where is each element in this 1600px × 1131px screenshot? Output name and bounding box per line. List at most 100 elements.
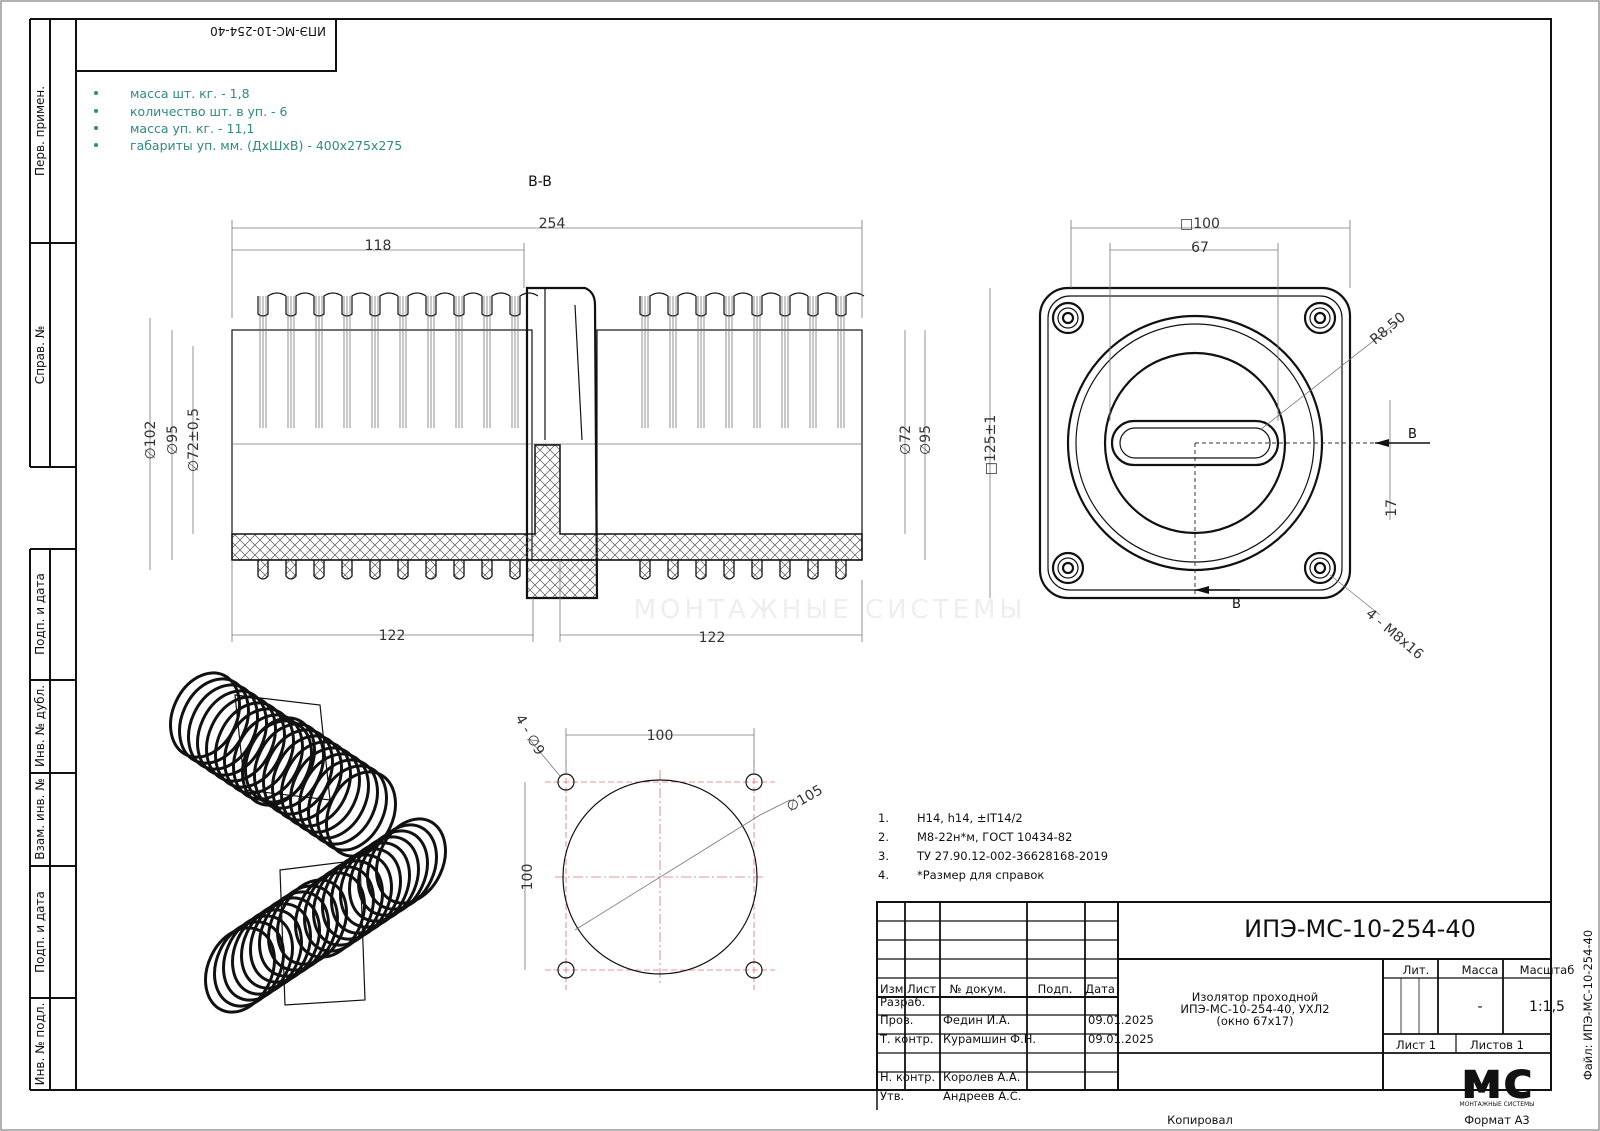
dim-d72: ∅72±0,5 [186, 408, 202, 472]
note-number: 3. [878, 849, 889, 863]
insulator-rib [369, 292, 399, 317]
drawing-frame [75, 18, 1552, 1091]
insulator-rib [481, 560, 493, 580]
signer-name: Андреев А.С. [943, 1089, 1021, 1103]
insulator-rib [257, 292, 287, 317]
iso-rib [366, 823, 438, 911]
scale-value: 1:1,5 [1529, 999, 1565, 1015]
iso-rib [303, 865, 375, 953]
mounting-hole [1303, 301, 1337, 335]
iso-rib [240, 902, 312, 990]
mounting-hole [1051, 301, 1085, 335]
header-izm: Изм. [880, 982, 907, 996]
mass-label: Масса [1462, 963, 1499, 977]
strip-label: Справ. № [33, 326, 47, 384]
insulator-rib [257, 560, 269, 580]
signer-name: Федин И.А. [943, 1013, 1010, 1027]
insulator-rib [369, 560, 381, 580]
dim-bolt-spacing-v: 100 [520, 864, 536, 891]
note-number: 2. [878, 830, 889, 844]
dim-bolt-spacing-h: 100 [647, 728, 674, 744]
note-text: M8-22н*м, ГОСТ 10434-82 [917, 830, 1072, 844]
dim-radius: R8,50 [1367, 310, 1409, 349]
strip-label: Подп. и дата [33, 573, 47, 655]
strip-label: Перв. примен. [33, 86, 47, 176]
iso-rib [325, 770, 397, 858]
iso-rib [231, 908, 303, 996]
note-number: 4. [878, 868, 889, 882]
header-list: Лист [907, 982, 936, 996]
iso-rib [276, 878, 348, 966]
section-dimensions: 254 118 122 122 ∅102 ∅95 ∅72±0,5 ∅72 ∅95 [143, 216, 934, 646]
note-text: *Размер для справок [917, 868, 1044, 882]
note-text: ТУ 27.90.12-002-36628168-2019 [916, 849, 1108, 863]
scale-label: Масштаб [1520, 963, 1575, 977]
section-mark-b: B [1408, 427, 1417, 442]
header-sign: Подп. [1038, 982, 1073, 996]
insulator-rib [695, 560, 707, 580]
dim-square-100: □100 [1180, 216, 1220, 232]
dim-left-length: 118 [365, 238, 392, 254]
dim-d105: ∅105 [784, 782, 826, 815]
mass-value: - [1477, 999, 1482, 1015]
insulator-rib [509, 560, 521, 580]
insulator-rib [723, 560, 735, 580]
insulator-rib [807, 292, 837, 317]
strip-label: Инв. № дубл. [33, 685, 47, 767]
insulator-rib [425, 560, 437, 580]
stamp-box [75, 18, 337, 72]
section-mark-b-bottom: B [1232, 597, 1241, 612]
insulator-rib [509, 292, 539, 317]
iso-rib [348, 835, 420, 923]
signer-name: Курамшин Ф.Н. [943, 1032, 1036, 1046]
description-line: (окно 67x17) [1216, 1014, 1293, 1028]
isometric-views [169, 671, 447, 1014]
iso-rib [249, 896, 321, 984]
title-block: ИПЭ-МС-10-254-40 Изм. Лист № докум. Подп… [876, 901, 1595, 1127]
iso-rib [258, 890, 330, 978]
note-dimensions: габариты уп. мм. (ДхШхВ) - 400x275x275 [130, 138, 402, 153]
iso-rib [330, 847, 402, 935]
insulator-rib [285, 292, 315, 317]
iso-rib [321, 853, 393, 941]
note-mass-pack: масса уп. кг. - 11,1 [130, 121, 254, 136]
note-mass-unit: масса шт. кг. - 1,8 [130, 86, 250, 101]
dim-bottom-right: 122 [699, 630, 726, 646]
header-date: Дата [1085, 982, 1115, 996]
company-logo: мс МОНТАЖНЫЕ СИСТЕМЫ [1460, 1051, 1535, 1111]
insulator-rib [313, 292, 343, 317]
iso-rib [357, 829, 429, 917]
role-label: Утв. [880, 1089, 904, 1103]
note-qty: количество шт. в уп. - 6 [130, 104, 288, 119]
insulator-rib [453, 560, 465, 580]
section-label: B-B [528, 174, 552, 190]
insulator-rib [751, 560, 763, 580]
file-label: Файл: ИПЭ-МС-10-254-40 [1581, 930, 1595, 1080]
mounting-hole [1051, 551, 1085, 585]
insulator-rib [779, 560, 791, 580]
mounting-hole [1303, 551, 1337, 585]
iso-rib [213, 920, 285, 1008]
insulator-rib [695, 292, 725, 317]
signer-name: Королев А.А. [943, 1070, 1020, 1084]
dim-bottom-left: 122 [379, 628, 406, 644]
lit-label: Лит. [1403, 963, 1429, 977]
description-line: Изолятор проходной [1192, 990, 1318, 1004]
designation: ИПЭ-МС-10-254-40 [1244, 915, 1476, 943]
stamp-rotated-designation: ИПЭ-МС-10-254-40 [210, 24, 326, 38]
dim-d102: ∅102 [143, 421, 159, 460]
iso-rib [312, 859, 384, 947]
sheet-number: Лист 1 [1396, 1038, 1436, 1052]
iso-rib [339, 841, 411, 929]
insulator-rib [667, 292, 697, 317]
header-doc: № докум. [950, 982, 1007, 996]
role-label: Разраб. [880, 995, 925, 1009]
iso-rib [294, 871, 366, 959]
sign-date: 09.01.2025 [1088, 1013, 1154, 1027]
sign-date: 09.01.2025 [1088, 1032, 1154, 1046]
insulator-rib [779, 292, 809, 317]
dim-window-17: 17 [1384, 499, 1400, 517]
role-label: Н. контр. [880, 1070, 935, 1084]
